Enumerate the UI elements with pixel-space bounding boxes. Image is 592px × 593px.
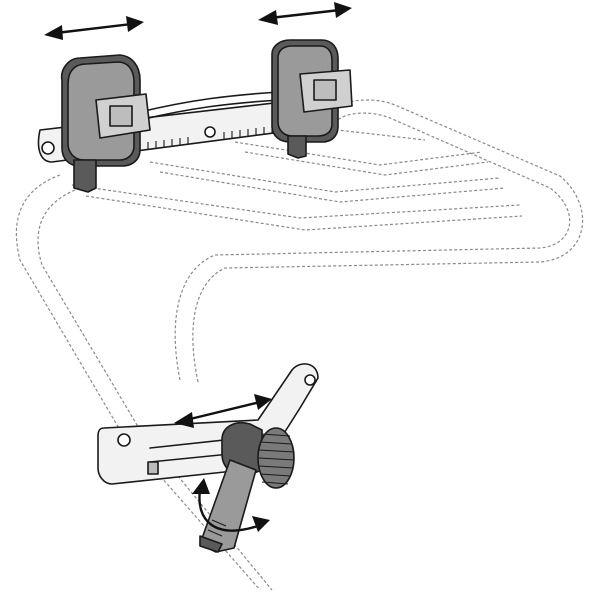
rail-end-hole	[41, 141, 55, 155]
lower-mount-hook-hole	[304, 374, 316, 386]
rack-front-loop-outer	[174, 112, 571, 381]
rack-slat-1	[71, 184, 521, 219]
right-clamp	[271, 39, 353, 159]
right-clamp-buckle-slot	[313, 79, 337, 101]
release-lever-tip	[199, 535, 223, 553]
left-adjust-arrow	[44, 16, 144, 40]
knob-wheel	[257, 427, 295, 489]
rack-front-loop-inner	[192, 99, 584, 383]
rack-slat-3b	[244, 151, 489, 176]
rack-slat-2b	[159, 171, 506, 203]
rack-slat-2	[149, 161, 501, 193]
lower-mount-stop	[147, 461, 159, 475]
rack-slat-3	[234, 141, 483, 166]
left-clamp-foot	[73, 159, 97, 193]
right-clamp-foot	[287, 135, 307, 159]
rack-left-rail-outer	[15, 174, 261, 591]
luggage-rack-outline	[15, 99, 584, 591]
lower-mount-hole	[117, 433, 131, 447]
lower-adjust-arrow	[174, 394, 272, 428]
left-clamp	[60, 54, 151, 193]
left-clamp-buckle-slot	[109, 105, 133, 127]
rotation-arrow	[192, 478, 270, 532]
right-adjust-arrow	[258, 2, 352, 25]
knob-grip-ridges	[258, 433, 295, 485]
connecting-strap-edge	[139, 99, 281, 121]
top-rail-assembly	[37, 39, 353, 193]
rack-slat-1b	[85, 195, 523, 231]
rail-center-hole	[204, 126, 216, 138]
release-lever	[199, 459, 257, 553]
lower-mount-assembly	[97, 363, 319, 553]
connecting-strap	[139, 91, 281, 113]
rack-left-rail-inner	[37, 189, 273, 591]
